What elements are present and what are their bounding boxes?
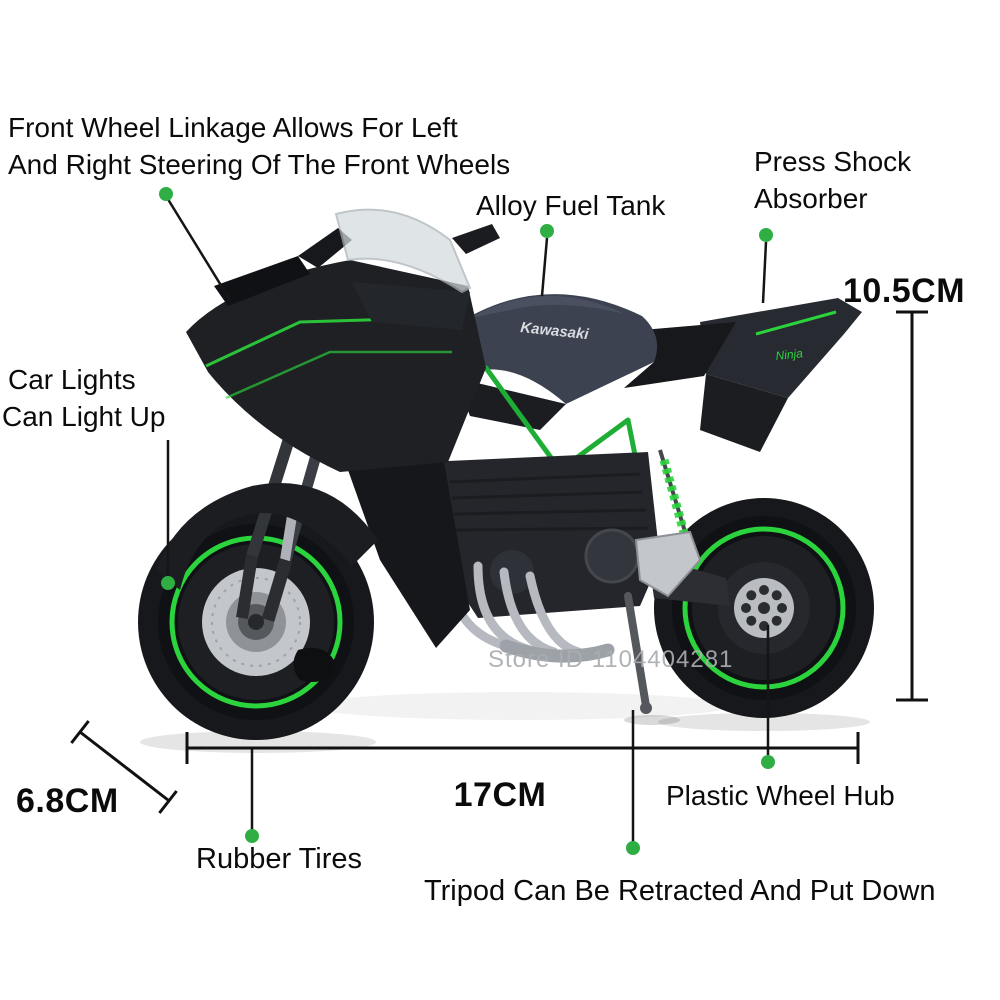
winglets-mirrors	[214, 224, 500, 306]
car-lights-label: Car Lights Can Light Up	[2, 362, 165, 436]
mirror-right	[452, 224, 500, 254]
plastic-wheel-hub-dot	[761, 755, 775, 769]
alloy-fuel-tank-line	[540, 237, 549, 297]
front-wheel-linkage-line1: Front Wheel Linkage Allows For Left	[8, 112, 458, 143]
front-fairing	[186, 260, 486, 472]
engine-cover	[490, 550, 534, 594]
front-wheel-linkage-line2: And Right Steering Of The Front Wheels	[8, 148, 511, 180]
belly-fairing	[348, 462, 470, 648]
bike-shadow	[310, 692, 730, 720]
front-wheel-linkage-dot	[159, 187, 173, 201]
rear-wheel-shadow	[658, 713, 870, 731]
fuel-tank: Kawasaki	[448, 294, 658, 430]
tripod-dot	[626, 841, 640, 855]
windscreen	[334, 208, 472, 294]
mirror-left	[298, 228, 352, 268]
tail-underside	[700, 374, 788, 452]
depth-dimension-line	[79, 730, 169, 802]
clutch-cover	[584, 528, 640, 584]
press-shock-dot	[759, 228, 773, 242]
front-wheel	[138, 504, 374, 740]
dimension-graphics	[70, 310, 928, 814]
rubber-tires-label: Rubber Tires	[196, 843, 363, 875]
press-shock-label: Press Shock Absorber	[754, 144, 911, 218]
store-id-watermark: Store ID 1104404281	[488, 646, 734, 673]
height-dimension-label: 10.5CM	[843, 272, 966, 310]
rubber-tires-dot	[245, 829, 259, 843]
winglet	[214, 256, 310, 306]
rear-wheel	[654, 498, 874, 718]
kickstand	[624, 592, 680, 725]
car-lights-dot	[161, 576, 175, 590]
footpeg-bracket	[634, 530, 702, 598]
car-lights-line1: Car Lights	[8, 364, 136, 395]
plastic-wheel-hub-label: Plastic Wheel Hub	[666, 780, 895, 811]
rear-shock	[658, 449, 692, 549]
front-wheel-linkage-label: Front Wheel Linkage Allows For Left And …	[8, 110, 510, 184]
engine	[426, 452, 660, 618]
press-shock-line1: Press Shock	[754, 146, 912, 177]
alloy-fuel-tank-dot	[540, 224, 554, 238]
alloy-fuel-tank-label: Alloy Fuel Tank	[476, 190, 666, 221]
tail-green-stripe	[755, 310, 837, 336]
annotation-dots	[159, 187, 775, 855]
length-dimension-label: 17CM	[453, 776, 547, 814]
car-lights-line2: Can Light Up	[2, 400, 166, 432]
tail-logo-text: Ninja	[775, 346, 804, 363]
tripod-label: Tripod Can Be Retracted And Put Down	[424, 875, 936, 907]
annotation-graphics	[164, 195, 770, 843]
front-fender	[156, 483, 378, 590]
tail-section: Ninja	[624, 298, 862, 452]
depth-dimension-label: 6.8CM	[16, 782, 119, 820]
press-shock-line	[761, 241, 768, 304]
front-wheel-linkage-line	[164, 195, 232, 301]
front-brake-caliper	[293, 647, 336, 682]
press-shock-line2: Absorber	[754, 182, 868, 214]
